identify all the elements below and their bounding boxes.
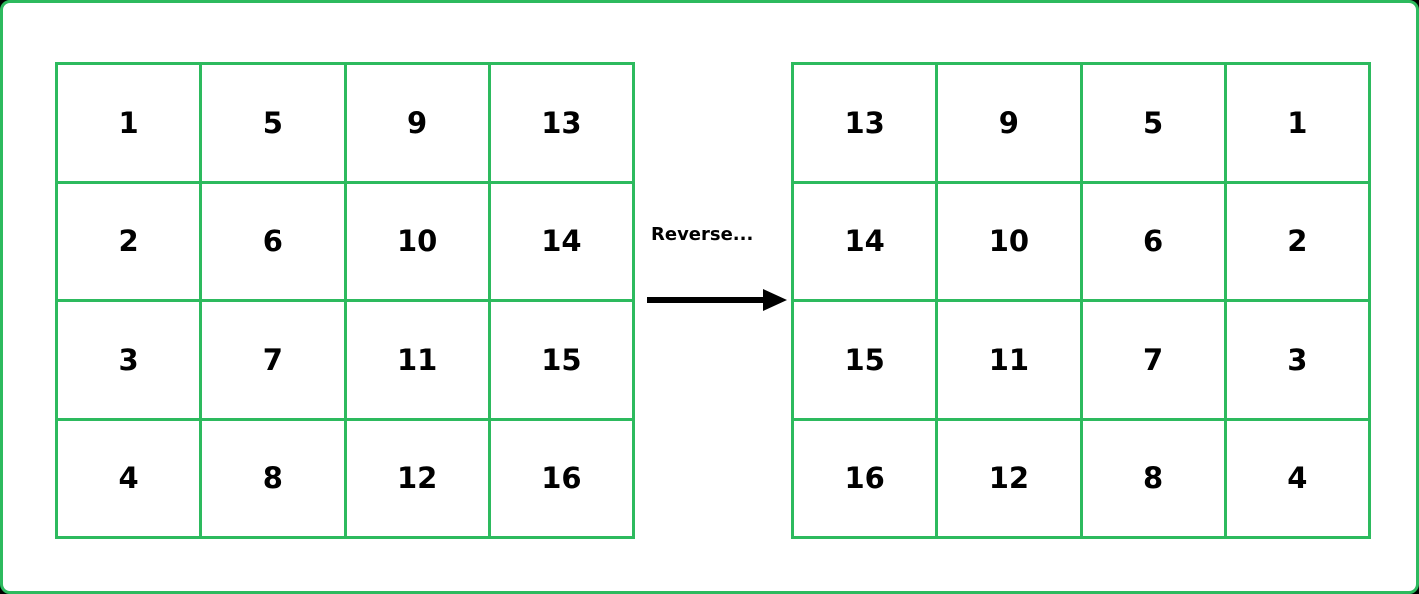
matrix-cell: 2 [1226,183,1371,302]
matrix-cell: 13 [794,65,939,184]
right-arrow-icon [647,289,787,311]
reversed-matrix: 13 9 5 1 14 10 6 2 15 11 7 3 16 12 8 4 [791,62,1371,539]
matrix-cell: 16 [490,420,635,539]
matrix-cell: 6 [202,183,347,302]
matrix-cell: 3 [1226,302,1371,421]
matrix-cell: 15 [794,302,939,421]
matrix-cell: 7 [1082,302,1227,421]
matrix-cell: 8 [1082,420,1227,539]
matrix-cell: 6 [1082,183,1227,302]
matrix-cell: 1 [1226,65,1371,184]
matrix-cell: 14 [490,183,635,302]
matrix-cell: 11 [346,302,491,421]
original-matrix: 1 5 9 13 2 6 10 14 3 7 11 15 4 8 12 16 [55,62,635,539]
matrix-cell: 9 [346,65,491,184]
matrix-cell: 11 [938,302,1083,421]
matrix-cell: 9 [938,65,1083,184]
matrix-cell: 16 [794,420,939,539]
matrix-cell: 12 [346,420,491,539]
matrix-cell: 4 [1226,420,1371,539]
matrix-cell: 10 [938,183,1083,302]
matrix-cell: 13 [490,65,635,184]
arrow-label: Reverse... [651,224,754,245]
matrix-cell: 10 [346,183,491,302]
matrix-cell: 8 [202,420,347,539]
matrix-cell: 1 [58,65,203,184]
matrix-cell: 15 [490,302,635,421]
matrix-cell: 2 [58,183,203,302]
matrix-cell: 4 [58,420,203,539]
matrix-cell: 5 [1082,65,1227,184]
matrix-cell: 14 [794,183,939,302]
matrix-cell: 5 [202,65,347,184]
matrix-cell: 7 [202,302,347,421]
matrix-cell: 12 [938,420,1083,539]
matrix-cell: 3 [58,302,203,421]
